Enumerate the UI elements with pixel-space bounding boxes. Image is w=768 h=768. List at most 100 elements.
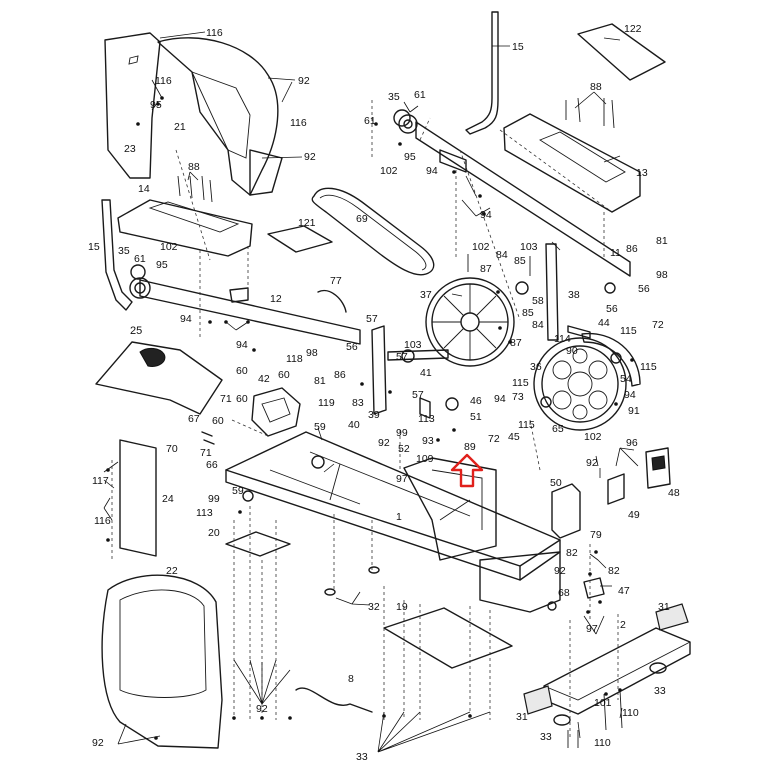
callout-label: 115 xyxy=(620,325,637,337)
callout-label: 85 xyxy=(514,255,526,267)
callout-label: 72 xyxy=(652,319,664,331)
callout-label: 110 xyxy=(594,737,611,749)
callout-label: 81 xyxy=(314,375,326,387)
callout-label: 65 xyxy=(552,423,564,435)
callout-label: 59 xyxy=(232,485,244,497)
pad-122-part xyxy=(577,23,666,81)
right-pedal-part xyxy=(503,113,641,213)
callout-label: 73 xyxy=(512,391,524,403)
callout-label: 48 xyxy=(668,487,680,499)
callout-label: 11 xyxy=(610,247,621,259)
callout-label: 81 xyxy=(656,235,668,247)
callout-label: 116 xyxy=(155,75,172,87)
callout-label: 14 xyxy=(138,183,150,195)
callout-label: 77 xyxy=(330,275,342,287)
plate-121-part xyxy=(267,225,333,253)
callout-dots xyxy=(106,96,634,740)
callout-label: 103 xyxy=(404,339,422,351)
callout-label: 87 xyxy=(480,263,492,275)
callout-label: 20 xyxy=(208,527,220,539)
callout-label: 92 xyxy=(304,151,316,163)
bracket-38-part xyxy=(545,243,559,341)
callout-label: 22 xyxy=(166,565,178,577)
right-handle-part xyxy=(465,11,499,135)
callout-label: 15 xyxy=(88,241,100,253)
callout-label: 89 xyxy=(464,441,476,453)
callout-label: 60 xyxy=(236,365,248,377)
callout-label: 121 xyxy=(298,217,316,229)
callout-label: 115 xyxy=(640,361,657,373)
pulley-37-part xyxy=(425,277,515,367)
callout-label: 71 xyxy=(220,393,232,405)
drive-belt-part xyxy=(311,187,435,276)
callout-label: 116 xyxy=(94,515,111,527)
main-frame-1-part xyxy=(225,431,561,613)
rear-stabilizer-2-part xyxy=(543,627,691,715)
plate-48-part xyxy=(645,447,671,489)
callout-label: 102 xyxy=(584,431,602,443)
callout-label: 110 xyxy=(622,707,639,719)
callout-label: 92 xyxy=(298,75,310,87)
callout-label: 95 xyxy=(150,99,162,111)
callout-label: 82 xyxy=(566,547,578,559)
callout-label: 33 xyxy=(540,731,552,743)
callout-label: 90 xyxy=(566,345,578,357)
callout-label: 61 xyxy=(134,253,146,265)
callout-label: 99 xyxy=(396,427,408,439)
callout-label: 21 xyxy=(174,121,186,133)
callout-label: 57 xyxy=(396,351,408,363)
assembly-lines xyxy=(111,100,619,740)
callout-label: 59 xyxy=(314,421,326,433)
callout-label: 56 xyxy=(638,283,650,295)
power-cord-8-part xyxy=(295,687,373,713)
callout-label: 2 xyxy=(620,619,626,631)
callout-label: 36 xyxy=(530,361,542,373)
center-cover-25-part xyxy=(95,341,223,415)
callout-label: 35 xyxy=(118,245,130,257)
callout-label: 98 xyxy=(306,347,318,359)
callout-label: 116 xyxy=(290,117,307,129)
callout-label: 57 xyxy=(412,389,424,401)
callout-label: 93 xyxy=(422,435,434,447)
callout-label: 84 xyxy=(496,249,508,261)
callout-label: 102 xyxy=(160,241,178,253)
callout-label: 79 xyxy=(590,529,602,541)
front-shroud-22-part xyxy=(101,574,223,749)
resistance-unit-part xyxy=(251,387,301,437)
callout-label: 42 xyxy=(258,373,270,385)
callout-label: 118 xyxy=(286,353,303,365)
callout-label: 52 xyxy=(398,443,410,455)
callout-label: 98 xyxy=(656,269,668,281)
callout-label: 60 xyxy=(278,369,290,381)
callout-label: 103 xyxy=(520,241,538,253)
callout-label: 33 xyxy=(356,751,368,763)
callout-label: 69 xyxy=(356,213,368,225)
callout-label: 101 xyxy=(594,697,612,709)
left-handle-part xyxy=(101,199,133,311)
left-crank-arm-part xyxy=(129,277,361,345)
callout-label: 58 xyxy=(532,295,544,307)
callout-label: 25 xyxy=(130,325,142,337)
motor-47-part xyxy=(583,577,605,599)
left-pedal-part xyxy=(117,199,253,257)
callout-label: 97 xyxy=(586,623,598,635)
callout-label: 88 xyxy=(188,161,200,173)
callout-label: 87 xyxy=(510,337,522,349)
callout-label: 50 xyxy=(550,477,562,489)
callout-label: 40 xyxy=(348,419,360,431)
callout-label: 70 xyxy=(166,443,178,455)
bracket-49-part xyxy=(607,473,625,505)
callout-label: 102 xyxy=(380,165,398,177)
flywheel-guard-part xyxy=(581,332,641,387)
callout-label: 37 xyxy=(420,289,432,301)
callout-label: 113 xyxy=(196,507,213,519)
callout-label: 51 xyxy=(470,411,482,423)
callout-label: 113 xyxy=(418,413,435,425)
foot-33-a-part xyxy=(649,662,667,674)
callout-label: 92 xyxy=(586,457,598,469)
callout-label: 92 xyxy=(92,737,104,749)
callout-label: 56 xyxy=(606,303,618,315)
callout-label: 84 xyxy=(532,319,544,331)
callout-label: 32 xyxy=(368,601,380,613)
